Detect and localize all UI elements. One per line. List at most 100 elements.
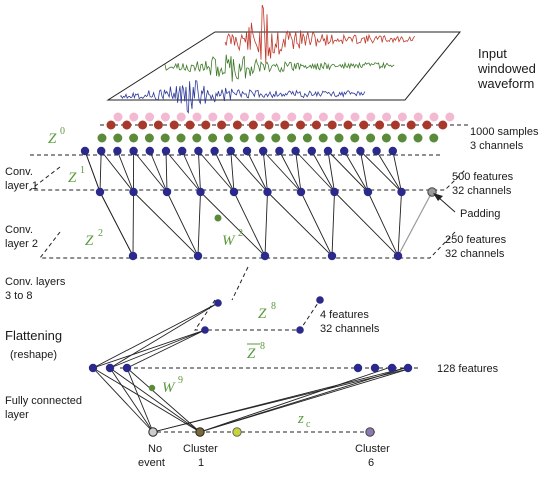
layer0-node xyxy=(372,146,381,156)
symbol-z1: Z xyxy=(68,170,77,186)
label-conv2-2: layer 2 xyxy=(5,238,38,250)
input-node-pink xyxy=(271,112,281,122)
input-node-green xyxy=(271,133,281,143)
label-fc-2: layer xyxy=(5,409,29,421)
label-fc-1: Fully connected xyxy=(5,395,82,407)
edge-l0-l1 xyxy=(246,150,268,193)
edge-l0-l1 xyxy=(327,150,335,193)
layer0-node xyxy=(388,146,397,156)
edge-fc xyxy=(126,367,201,433)
edge-l1-l2 xyxy=(233,191,266,257)
edge-l1-l2 xyxy=(133,191,199,257)
input-node-pink xyxy=(176,112,186,122)
dashed-planes xyxy=(28,124,470,433)
layer1-node xyxy=(330,187,339,197)
flattened-node xyxy=(88,363,98,373)
layer0-node xyxy=(323,146,333,156)
input-node-red xyxy=(185,120,195,130)
input-node-pink xyxy=(413,112,423,122)
input-node-red xyxy=(438,120,448,130)
edge-l0-l1 xyxy=(214,150,235,193)
edge-fc xyxy=(92,367,201,433)
input-node-pink xyxy=(129,112,139,122)
input-node-green xyxy=(366,133,376,143)
label-conv1-1: Conv. xyxy=(5,166,33,178)
edge-l0-l1 xyxy=(165,150,168,193)
edge-l0-l1 xyxy=(311,150,335,193)
input-node-red xyxy=(359,120,369,130)
input-node-green xyxy=(255,133,265,143)
input-node-pink xyxy=(318,112,328,122)
layer0-node xyxy=(161,146,171,156)
edge-l0-l1 xyxy=(198,150,235,193)
label-250-2: 32 channels xyxy=(445,248,505,260)
edge-l0-l1 xyxy=(165,150,201,193)
edge-l0-l1 xyxy=(327,150,369,193)
input-node-red xyxy=(311,120,321,130)
input-node-pink xyxy=(445,112,455,122)
edge-flatten xyxy=(109,329,206,369)
layer2-node xyxy=(260,251,270,261)
input-node-pink xyxy=(224,112,234,122)
edge-fc xyxy=(152,367,413,433)
layer0-node xyxy=(178,146,187,156)
label-4-1: 4 features xyxy=(320,309,369,321)
input-node-red xyxy=(169,120,179,130)
edge-l0-l1 xyxy=(262,150,268,193)
symbol-z8bar: Z xyxy=(247,346,256,362)
input-node-pink xyxy=(429,112,439,122)
edge-l1-l2 xyxy=(99,191,134,257)
flattened-node xyxy=(353,363,363,373)
output-cluster1 xyxy=(195,427,205,437)
edge-l0-l1 xyxy=(295,150,335,193)
input-node-red xyxy=(422,120,432,130)
input-node-red xyxy=(390,120,400,130)
edge-l0-l1 xyxy=(376,150,402,193)
input-node-green xyxy=(302,133,312,143)
flattened-node xyxy=(370,363,380,373)
symbol-zc: z xyxy=(297,411,304,427)
symbol-w9-sup: 9 xyxy=(178,375,183,386)
label-500-2: 32 channels xyxy=(452,185,512,197)
symbol-z0-sup: 0 xyxy=(60,126,65,137)
layer0-node xyxy=(291,146,300,156)
edge-padding xyxy=(397,191,433,257)
edge-l1-l2 xyxy=(264,191,268,257)
layer0-node xyxy=(97,146,106,156)
label-input-2: windowed xyxy=(477,61,536,76)
input-node-pink xyxy=(192,112,202,122)
layer0-node xyxy=(210,146,219,156)
edge-l0-l1 xyxy=(181,150,201,193)
edge-l0-l1 xyxy=(230,150,268,193)
input-node-pink xyxy=(287,112,297,122)
input-node-green xyxy=(239,133,249,143)
input-node-pink xyxy=(303,112,313,122)
input-node-red xyxy=(122,120,132,130)
input-node-green xyxy=(350,133,360,143)
label-cluster1-2: 1 xyxy=(198,457,204,469)
edge-l0-l1 xyxy=(149,150,168,193)
layer2-node xyxy=(327,251,337,261)
layer0-node xyxy=(80,146,90,156)
input-node-red xyxy=(296,120,306,130)
connections xyxy=(84,150,433,433)
input-node-green xyxy=(287,133,297,143)
label-250-1: 250 features xyxy=(445,234,507,246)
z8-node xyxy=(201,326,209,334)
z8-node xyxy=(296,326,304,334)
label-noevent-1: No xyxy=(148,443,162,455)
edge-l1-l2 xyxy=(334,191,399,257)
input-node-pink xyxy=(255,112,265,122)
z8-node xyxy=(214,299,222,307)
edge-l0-l1 xyxy=(392,150,402,193)
edge-l0-l1 xyxy=(230,150,235,193)
edge-l1-l2 xyxy=(267,191,333,257)
edge-l1-l2 xyxy=(331,191,335,257)
input-node-red xyxy=(106,120,116,130)
layer0-node xyxy=(307,146,316,156)
input-node-red xyxy=(232,120,242,130)
input-node-green xyxy=(334,133,344,143)
edge-l1-l2 xyxy=(200,191,266,257)
edge-l1-l2 xyxy=(166,191,199,257)
